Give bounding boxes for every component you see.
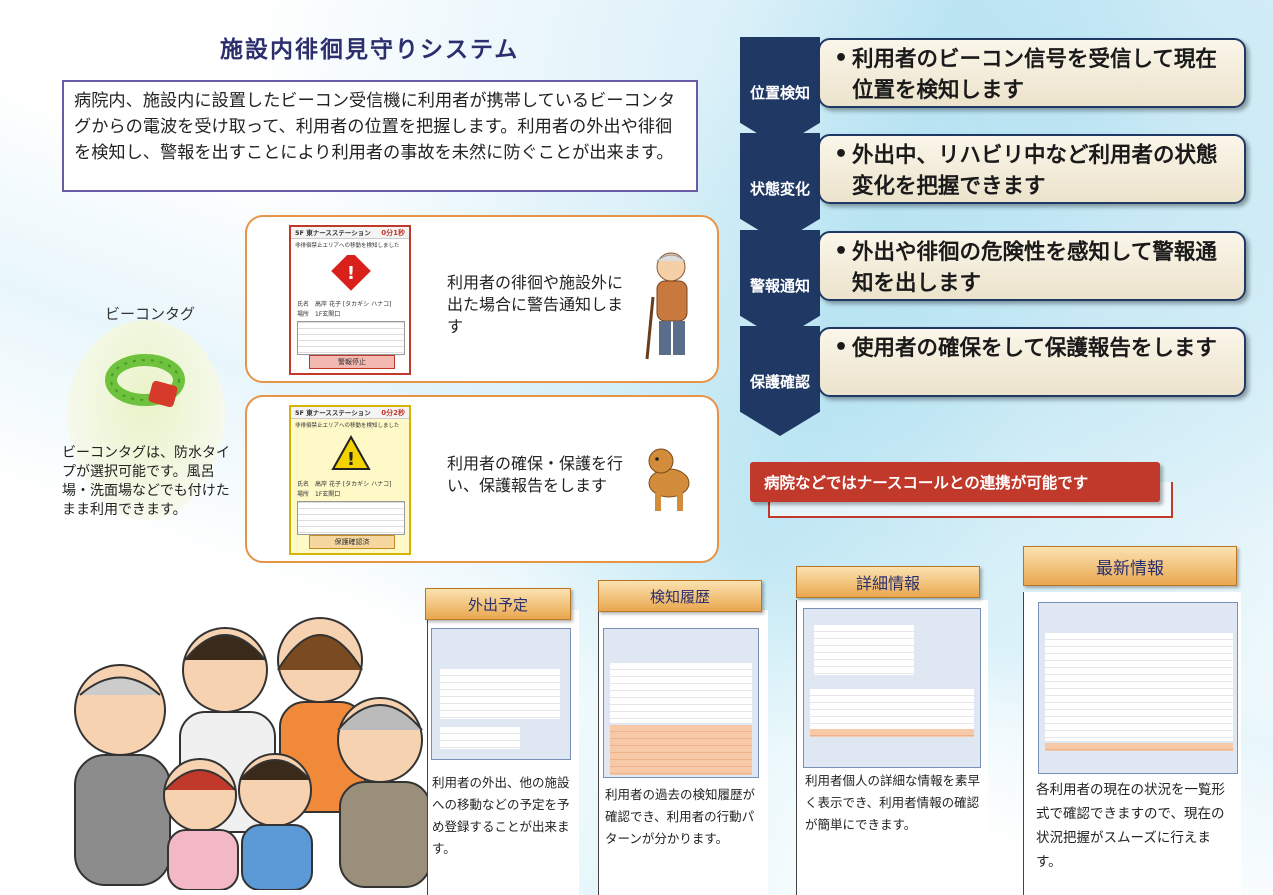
history-table — [297, 321, 405, 355]
station-label: 5F 東ナースステーション — [295, 409, 371, 417]
flow-step-2: 状態変化 — [740, 133, 820, 243]
alert-card-warning: 5F 東ナースステーション 0分1秒 非徘徊禁止エリアへの移動を検知しました !… — [245, 215, 719, 383]
panel-detail: 利用者個人の詳細な情報を素早く表示でき、利用者情報の確認が簡単にできます。 — [796, 600, 988, 895]
flow-box-4: 使用者の確保をして保護報告をします — [818, 327, 1246, 397]
place-row: 場所 1F玄関口 — [297, 491, 341, 498]
name-row: 氏名 高岸 花子 [タカギシ ハナコ] — [297, 481, 392, 488]
place-row: 場所 1F玄関口 — [297, 311, 341, 318]
history-table — [297, 501, 405, 535]
history-screenshot — [603, 628, 759, 778]
flow-step-3: 警報通知 — [740, 230, 820, 340]
warning-subtitle: 非徘徊禁止エリアへの移動を検知しました — [295, 243, 400, 249]
warning-icon: ! — [331, 255, 371, 291]
latest-description: 各利用者の現在の状況を一覧形式で確認できますので、現在の状況把握がスムーズに行え… — [1036, 782, 1225, 870]
beacon-background — [66, 320, 226, 520]
caution-subtitle: 非徘徊禁止エリアへの移動を検知しました — [295, 423, 400, 429]
flow-box-3: 外出や徘徊の危険性を感知して警報通知を出します — [818, 231, 1246, 301]
alert-card-caution: 5F 東ナースステーション 0分2秒 非徘徊禁止エリアへの移動を検知しました !… — [245, 395, 719, 563]
tab-detail[interactable]: 詳細情報 — [796, 566, 980, 598]
schedule-description: 利用者の外出、他の施設への移動などの予定を予め登録することが出来ます。 — [432, 775, 570, 856]
station-label: 5F 東ナースステーション — [295, 229, 371, 237]
stop-alarm-button[interactable]: 警報停止 — [309, 355, 395, 369]
caution-icon: ! — [331, 435, 371, 470]
intro-box: 病院内、施設内に設置したビーコン受信機に利用者が携帯しているビーコンタグからの電… — [62, 80, 698, 192]
tab-history[interactable]: 検知履歴 — [598, 580, 762, 612]
dog-icon — [648, 448, 690, 511]
tab-latest[interactable]: 最新情報 — [1023, 546, 1237, 586]
svg-text:!: ! — [347, 263, 355, 284]
caution-station: 5F 東ナースステーション 0分2秒 — [291, 407, 409, 419]
timer: 0分1秒 — [381, 229, 405, 237]
beacon-wristband-icon — [105, 354, 185, 408]
warning-station: 5F 東ナースステーション 0分1秒 — [291, 227, 409, 239]
panel-latest: 各利用者の現在の状況を一覧形式で確認できますので、現在の状況把握がスムーズに行え… — [1023, 592, 1241, 895]
caution-text: 利用者の確保・保護を行い、保護報告をします — [447, 454, 624, 495]
flow-step-4: 保護確認 — [740, 326, 820, 436]
flow-box-1: 利用者のビーコン信号を受信して現在位置を検知します — [818, 38, 1246, 108]
schedule-screenshot — [431, 628, 571, 760]
beacon-label: ビーコンタグ — [105, 305, 196, 323]
flow-step-1: 位置検知 — [740, 37, 820, 147]
elderly-man-icon — [645, 252, 688, 360]
beacon-description: ビーコンタグは、防水タイプが選択可能です。風呂場・洗面場などでも付けたまま利用で… — [62, 445, 230, 518]
family-group-illustration — [74, 617, 431, 890]
warning-screen: 5F 東ナースステーション 0分1秒 非徘徊禁止エリアへの移動を検知しました !… — [289, 225, 411, 375]
svg-text:!: ! — [347, 449, 355, 470]
history-description: 利用者の過去の検知履歴が確認でき、利用者の行動パターンが分かります。 — [605, 787, 756, 846]
detail-screenshot — [803, 608, 981, 768]
timer: 0分2秒 — [381, 409, 405, 417]
protection-confirmed-button[interactable]: 保護確認済 — [309, 535, 395, 549]
detail-description: 利用者個人の詳細な情報を素早く表示でき、利用者情報の確認が簡単にできます。 — [805, 773, 981, 832]
warning-text: 利用者の徘徊や施設外に出た場合に警告通知します — [447, 273, 624, 336]
name-row: 氏名 高岸 花子 [タカギシ ハナコ] — [297, 301, 392, 308]
latest-screenshot — [1038, 602, 1238, 774]
nurse-call-banner: 病院などではナースコールとの連携が可能です — [750, 462, 1160, 502]
panel-history: 利用者の過去の検知履歴が確認でき、利用者の行動パターンが分かります。 — [598, 610, 768, 895]
page-title: 施設内徘徊見守りシステム — [220, 37, 520, 63]
tab-schedule[interactable]: 外出予定 — [425, 588, 571, 620]
caution-screen: 5F 東ナースステーション 0分2秒 非徘徊禁止エリアへの移動を検知しました !… — [289, 405, 411, 555]
panel-schedule: 利用者の外出、他の施設への移動などの予定を予め登録することが出来ます。 — [427, 610, 579, 895]
flow-box-2: 外出中、リハビリ中など利用者の状態変化を把握できます — [818, 134, 1246, 204]
